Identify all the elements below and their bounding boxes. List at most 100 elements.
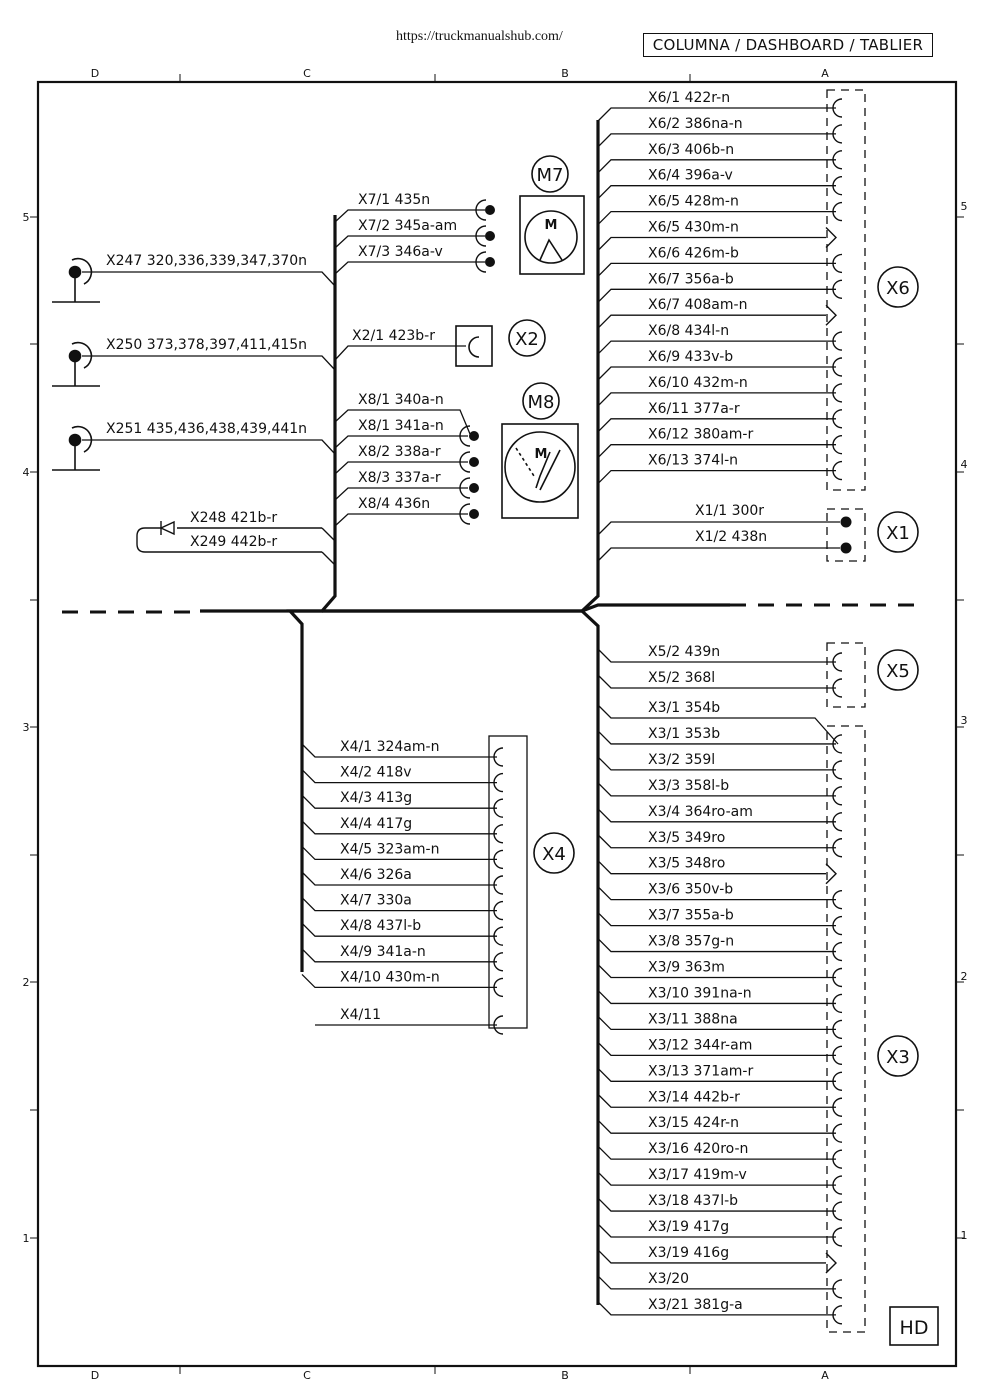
x3-wire-label: X3/3 358l-b: [648, 778, 729, 794]
x6-wire: [597, 392, 836, 407]
x3-socket: [832, 1149, 843, 1169]
connector-x2-pin: [455, 319, 546, 367]
x3-wire: [597, 1119, 836, 1134]
motor-m8: [501, 382, 579, 519]
x3-socket: [832, 760, 843, 780]
x6-wire: [597, 418, 836, 433]
x3-wire: [597, 1093, 836, 1108]
x3-wire-label: X3/6 350v-b: [648, 882, 733, 898]
x3-socket: [832, 1201, 843, 1221]
wire-group: [82, 107, 840, 1316]
connector-x4-housing: [488, 735, 528, 1029]
x1-wire-label: X1/1 300r: [695, 503, 764, 519]
x1-wire-label: X1/2 438n: [695, 529, 767, 545]
column-label-top: A: [821, 67, 829, 80]
x5-socket: [832, 678, 843, 698]
hd-badge: [889, 1306, 939, 1346]
x3-wire: [597, 1275, 836, 1290]
x6-socket: [832, 279, 843, 299]
x4-wire-label: X4/3 413g: [340, 790, 412, 806]
x1-pin: [840, 542, 852, 554]
m8-label: M8: [528, 392, 555, 413]
wire-x248-tail: [321, 527, 336, 542]
x3-wire-label: X3/13 371am-r: [648, 1063, 753, 1079]
x3-wire-label: X3/11 388na: [648, 1011, 738, 1027]
x3-wire-label: X3/2 359l: [648, 752, 715, 768]
x4-wire-label: X4/10 430m-n: [340, 969, 440, 985]
x4-wire: [301, 948, 497, 963]
x3-socket: [832, 889, 843, 910]
motor-m7: [519, 155, 585, 275]
x4-wire-label: X4/5 323am-n: [340, 841, 439, 857]
x4-socket: [493, 747, 504, 767]
x6-wire-label: X6/4 396a-v: [648, 168, 733, 184]
x2-wire: [334, 345, 466, 361]
x4-wire: [301, 973, 497, 989]
x3-socket: [832, 941, 843, 962]
wire-label-x249: X249 442b-r: [190, 534, 277, 550]
x3-wire: [597, 989, 836, 1005]
m8-wire-label: X8/1 340a-n: [358, 392, 444, 408]
column-label-bottom: A: [821, 1369, 829, 1382]
x4-wire: [301, 794, 497, 809]
x6-wire: [597, 236, 826, 251]
m7-wire-label: X7/2 345a-am: [358, 218, 457, 234]
m7-label: M7: [537, 165, 564, 186]
connector-x1-tag: [877, 511, 919, 553]
x3-split-pin: [825, 1252, 837, 1274]
x4-wire-label: X4/11: [340, 1007, 381, 1023]
x6-socket: [832, 201, 843, 222]
m8-pin: [459, 451, 479, 473]
x4-wire: [301, 769, 497, 784]
x1-label: X1: [886, 523, 910, 544]
x3-wire-label: X3/1 354b: [648, 700, 720, 716]
m8-wire-label: X8/4 436n: [358, 496, 430, 512]
x6-socket: [832, 383, 843, 403]
x6-wire-label: X6/3 406b-n: [648, 142, 734, 158]
ground-terminal-x247: [52, 257, 100, 303]
x4-socket: [493, 849, 504, 870]
x3-socket: [832, 1097, 843, 1117]
x4-wire: [301, 845, 497, 861]
m8-pin: [459, 503, 479, 525]
column-label-bottom: B: [561, 1369, 569, 1382]
x6-split-pin: [825, 304, 837, 326]
wire-x247: [82, 271, 336, 287]
wire-x249-tail: [321, 551, 336, 566]
x6-wire: [597, 288, 836, 303]
row-label-right: 1: [961, 1229, 968, 1242]
x4-socket: [493, 824, 504, 844]
connector-x5-tag: [877, 649, 919, 691]
m7-pin: [475, 225, 495, 247]
x6-wire: [597, 185, 836, 200]
x1-wire: [597, 521, 840, 536]
x4-wire-label: X4/7 330a: [340, 893, 412, 909]
x4-wire: [301, 922, 497, 937]
hd-badge-label: HD: [900, 1317, 929, 1339]
x5-wire: [597, 648, 836, 663]
x3-wire-label: X3/5 348ro: [648, 856, 725, 872]
x3-wire-label: X3/12 344r-am: [648, 1037, 752, 1053]
row-label-right: 2: [961, 970, 968, 983]
ground-terminal-x250: [52, 341, 100, 387]
x3-wire-label: X3/9 363m: [648, 960, 725, 976]
wire-label-x251: X251 435,436,438,439,441n: [106, 421, 307, 437]
x6-wire-label: X6/5 430m-n: [648, 220, 739, 236]
x2-label: X2: [515, 329, 539, 350]
x3-socket: [832, 1227, 843, 1247]
x6-split-pin: [825, 227, 837, 248]
x3-wire: [597, 808, 836, 823]
x6-socket: [832, 357, 843, 377]
frame-ticks: [30, 74, 964, 1374]
x3-wire-label: X3/15 424r-n: [648, 1115, 739, 1131]
x3-wire: [597, 1197, 836, 1212]
x4-wire-label: X4/1 324am-n: [340, 739, 439, 755]
x6-wire: [597, 340, 836, 355]
m8-wire: [334, 487, 468, 501]
m7-wire-label: X7/1 435n: [358, 192, 430, 208]
x3-socket: [832, 1019, 843, 1040]
x3-socket: [832, 1071, 843, 1091]
